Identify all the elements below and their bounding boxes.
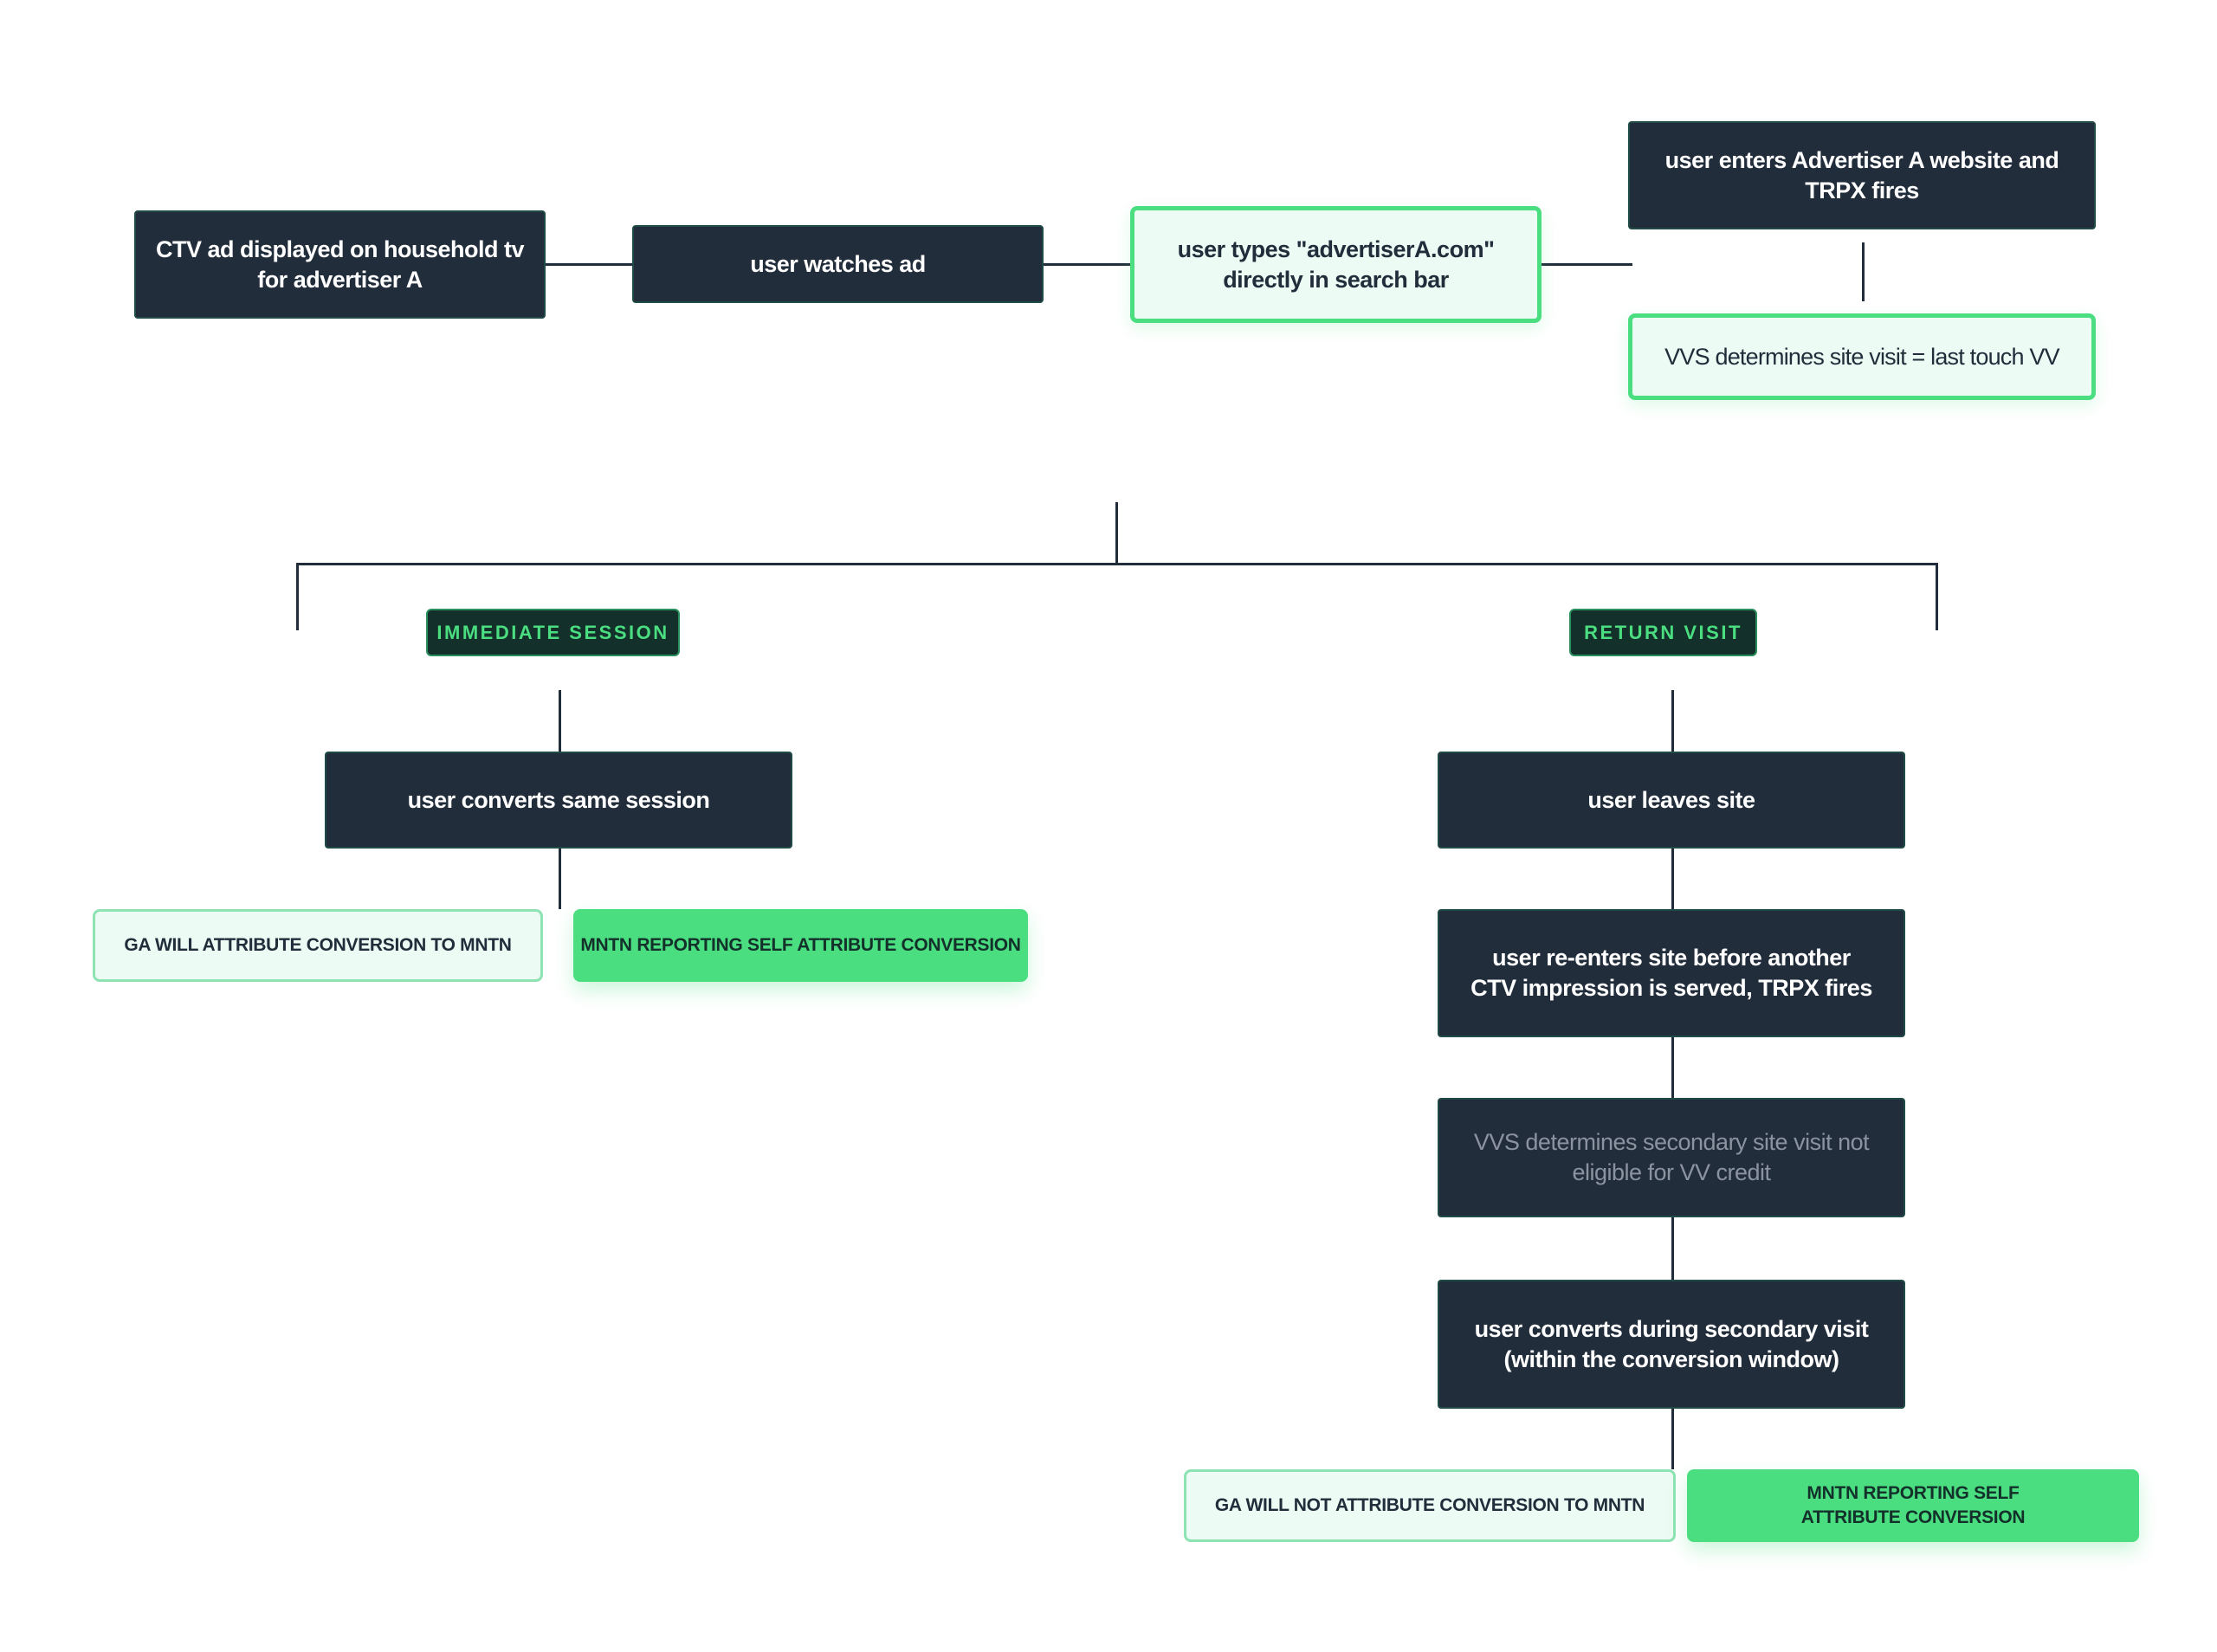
node-user-reenters-site-text: user re-enters site before another CTV i…: [1470, 945, 1872, 1001]
outcome-ga-attribute: GA WILL ATTRIBUTE CONVERSION TO MNTN: [93, 909, 543, 982]
branch-right-drop: [1936, 563, 1938, 630]
node-vvs-last-touch: VVS determines site visit = last touch V…: [1628, 313, 2096, 400]
connector-return-badge-to-leaves: [1671, 690, 1674, 753]
connector-convert-to-outcomes: [559, 849, 561, 909]
outcome-mntn-self-attribute-return: MNTN REPORTING SELF ATTRIBUTE CONVERSION: [1687, 1469, 2139, 1542]
outcome-ga-not-attribute-text: GA WILL NOT ATTRIBUTE CONVERSION TO MNTN: [1214, 1495, 1645, 1515]
node-user-converts-same-session-text: user converts same session: [407, 786, 710, 813]
node-vvs-secondary-visit: VVS determines secondary site visit not …: [1438, 1098, 1905, 1217]
node-user-types-url-text: user types "advertiserA.com" directly in…: [1177, 236, 1495, 293]
badge-immediate-session-text: IMMEDIATE SESSION: [436, 621, 669, 643]
node-user-leaves-site-text: user leaves site: [1587, 786, 1755, 813]
badge-return-visit-text: RETURN VISIT: [1584, 621, 1742, 643]
connector-vvs-to-converts: [1671, 1217, 1674, 1281]
node-ctv-ad-text: CTV ad displayed on household tv for adv…: [155, 236, 525, 293]
node-user-converts-secondary-text: user converts during secondary visit (wi…: [1474, 1315, 1869, 1372]
connector-immediate-badge-to-convert: [559, 690, 561, 753]
connector-converts-to-outcomes: [1671, 1409, 1674, 1469]
node-user-enters-site-text: user enters Advertiser A website and TRP…: [1664, 146, 2059, 203]
node-vvs-secondary-visit-text: VVS determines secondary site visit not …: [1473, 1129, 1870, 1185]
node-vvs-last-touch-text: VVS determines site visit = last touch V…: [1664, 343, 2059, 370]
node-ctv-ad: CTV ad displayed on household tv for adv…: [134, 210, 546, 319]
outcome-mntn-self-attribute-immediate: MNTN REPORTING SELF ATTRIBUTE CONVERSION: [573, 909, 1028, 982]
node-user-reenters-site: user re-enters site before another CTV i…: [1438, 909, 1905, 1037]
node-user-converts-same-session: user converts same session: [325, 752, 792, 849]
outcome-ga-attribute-text: GA WILL ATTRIBUTE CONVERSION TO MNTN: [124, 935, 512, 955]
node-user-converts-secondary: user converts during secondary visit (wi…: [1438, 1280, 1905, 1409]
outcome-mntn-self-attribute-immediate-text: MNTN REPORTING SELF ATTRIBUTE CONVERSION: [580, 935, 1021, 955]
connector-ctv-to-watch: [546, 263, 637, 266]
node-user-enters-site: user enters Advertiser A website and TRP…: [1628, 121, 2096, 229]
outcome-mntn-self-attribute-return-text: MNTN REPORTING SELF ATTRIBUTE CONVERSION: [1800, 1483, 2026, 1527]
branch-left-drop: [296, 563, 299, 630]
outcome-ga-not-attribute: GA WILL NOT ATTRIBUTE CONVERSION TO MNTN: [1184, 1469, 1676, 1542]
badge-immediate-session: IMMEDIATE SESSION: [426, 609, 680, 656]
connector-enters-to-vvs: [1862, 242, 1865, 301]
node-user-types-url: user types "advertiserA.com" directly in…: [1130, 206, 1542, 323]
node-user-leaves-site: user leaves site: [1438, 752, 1905, 849]
connector-watch-to-types: [1044, 263, 1137, 266]
connector-reenters-to-vvs: [1671, 1037, 1674, 1098]
connector-top-to-branch: [1115, 502, 1118, 563]
node-user-watches-ad: user watches ad: [632, 225, 1044, 303]
node-user-watches-ad-text: user watches ad: [750, 250, 926, 277]
connector-leaves-to-reenters: [1671, 849, 1674, 909]
connector-types-to-enters: [1542, 263, 1632, 266]
branch-bar: [296, 563, 1938, 565]
badge-return-visit: RETURN VISIT: [1569, 609, 1757, 656]
